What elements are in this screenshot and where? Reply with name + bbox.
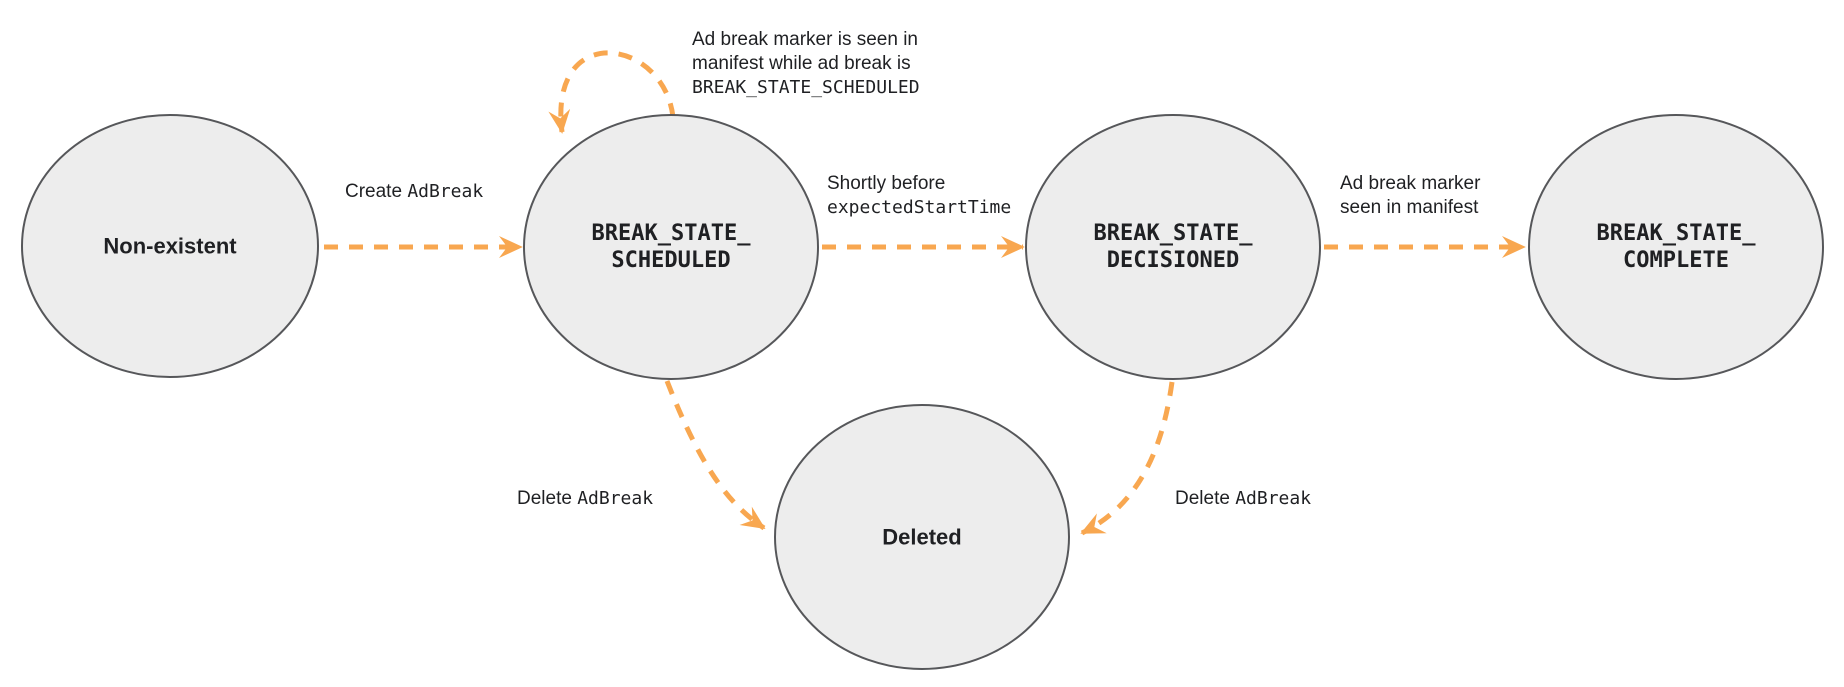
state-label-break-state-scheduled: BREAK_STATE_ SCHEDULED (592, 220, 751, 274)
edge-label-code: BREAK_STATE_SCHEDULED (692, 77, 920, 98)
state-label-line1: BREAK_STATE_ (1093, 221, 1253, 246)
state-label-line2: COMPLETE (1623, 248, 1729, 273)
edge-label-marker-seen: Ad break marker seen in manifest (1340, 172, 1480, 220)
state-node-deleted (774, 404, 1070, 670)
edge-label-text: manifest while ad break is (692, 53, 911, 74)
edge-label-delete-adbreak-right: Delete AdBreak (1175, 487, 1311, 511)
edge-self-loop-scheduled (548, 50, 676, 134)
state-label-break-state-decisioned: BREAK_STATE_ DECISIONED (1094, 220, 1253, 274)
edge-label-text: seen in manifest (1340, 197, 1479, 218)
edge-delete-from-decisioned (1080, 381, 1175, 536)
edge-label-create-adbreak: Create AdBreak (345, 180, 483, 204)
state-label-non-existent: Non-existent (103, 233, 237, 259)
state-node-break-state-decisioned (1025, 114, 1321, 380)
edge-label-text: Delete (517, 488, 578, 509)
edge-label-text: Delete (1175, 488, 1236, 509)
edge-label-self-loop: Ad break marker is seen in manifest whil… (692, 28, 920, 100)
edge-label-delete-adbreak-left: Delete AdBreak (517, 487, 653, 511)
state-label-line1: BREAK_STATE_ (1596, 221, 1756, 246)
edge-label-code: AdBreak (1235, 488, 1312, 509)
edge-label-text: Ad break marker (1340, 173, 1481, 194)
state-label-line1: BREAK_STATE_ (591, 221, 751, 246)
edge-label-shortly-before: Shortly before expectedStartTime (827, 172, 1011, 220)
state-label-line2: DECISIONED (1106, 248, 1240, 273)
state-node-break-state-complete (1528, 114, 1824, 380)
state-label-deleted: Deleted (882, 524, 962, 550)
state-label-break-state-complete: BREAK_STATE_ COMPLETE (1597, 220, 1756, 274)
state-node-non-existent (21, 114, 319, 378)
edge-label-text: Create (345, 181, 408, 202)
edge-label-text: Ad break marker is seen in (692, 29, 918, 50)
state-node-break-state-scheduled (523, 114, 819, 380)
edge-delete-from-scheduled (664, 380, 766, 531)
state-label-line2: SCHEDULED (611, 248, 731, 273)
edge-label-code: AdBreak (407, 181, 484, 202)
edge-label-text: Shortly before (827, 173, 946, 194)
edge-label-code: AdBreak (577, 488, 654, 509)
edge-label-code: expectedStartTime (827, 197, 1012, 218)
